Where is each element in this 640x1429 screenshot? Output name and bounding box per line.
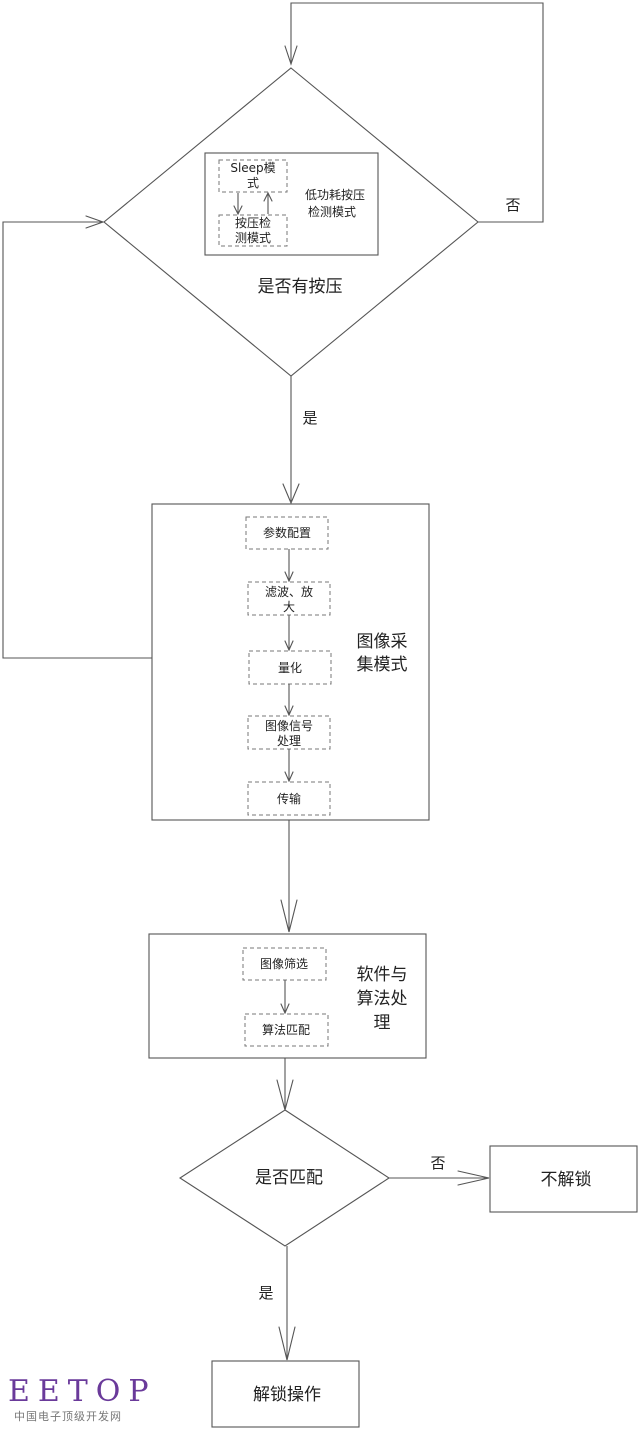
press-detect-box <box>218 214 288 247</box>
unlock-label: 解锁操作 <box>253 1385 321 1405</box>
decision-match-diamond <box>178 1109 391 1247</box>
sleep-mode-label-1: Sleep模 <box>230 161 275 175</box>
filter-to-match-arrowhead <box>280 1003 290 1015</box>
step-signal-process-label-1: 图像信号 <box>265 719 313 733</box>
step-signal-process-box <box>247 715 331 750</box>
eetop-logo-subtitle: 中国电子顶级开发网 <box>14 1410 122 1423</box>
feedback-connector <box>2 221 152 659</box>
sleep-mode-box <box>218 159 288 193</box>
eetop-logo-text: EETOP <box>8 1374 157 1409</box>
step-image-filter-label: 图像筛选 <box>260 956 308 971</box>
step-image-filter-box <box>242 947 327 981</box>
step2-to-step3-arrowhead <box>284 640 294 652</box>
low-power-label-1: 低功耗按压 <box>305 188 365 202</box>
yes-arrowhead <box>282 483 300 505</box>
edge-yes-match-label: 是 <box>258 1284 273 1302</box>
step-param-config-label: 参数配置 <box>263 525 311 540</box>
step-quantize-box <box>248 650 332 685</box>
step-param-config-box <box>245 516 329 550</box>
step3-to-step4-arrowhead <box>284 705 294 717</box>
step-transmit-box <box>247 781 331 816</box>
step-algorithm-match-label: 算法匹配 <box>262 1022 310 1037</box>
loop-no-connector <box>290 2 544 223</box>
step-quantize-label: 量化 <box>278 661 302 675</box>
image-capture-title-2: 集模式 <box>357 655 408 675</box>
eetop-watermark: EETOP 中国电子顶级开发网 <box>8 1374 158 1424</box>
step-transmit-label: 传输 <box>277 791 301 806</box>
image-capture-title-1: 图像采 <box>357 632 408 652</box>
step1-to-step2-arrowhead <box>284 571 294 583</box>
software-title-1: 软件与 <box>357 965 408 985</box>
software-title-3: 理 <box>374 1013 391 1033</box>
no-unlock-label: 不解锁 <box>541 1170 592 1190</box>
decision-press-label: 是否有按压 <box>258 277 343 297</box>
no-unlock-box <box>489 1145 638 1213</box>
feedback-arrowhead <box>85 215 105 229</box>
low-power-label-2: 检测模式 <box>308 204 356 219</box>
press-detect-label-1: 按压检 <box>235 215 271 230</box>
step-signal-process-label-2: 处理 <box>277 734 301 748</box>
step-filter-amplify-label-2: 大 <box>283 600 295 614</box>
press-detect-label-2: 测模式 <box>235 231 271 245</box>
yes-match-arrowhead <box>278 1326 296 1361</box>
sleep-to-detect-arrowhead <box>233 205 243 216</box>
capture-to-software-arrowhead <box>280 899 298 933</box>
edge-no-top-label: 否 <box>505 196 520 214</box>
edge-yes-top-label: 是 <box>302 409 317 427</box>
no-match-arrowhead <box>457 1170 490 1186</box>
unlock-box <box>211 1360 360 1428</box>
detect-to-sleep-arrowhead <box>263 191 273 202</box>
step-algorithm-match-box <box>244 1013 329 1047</box>
step-filter-amplify-label-1: 滤波、放 <box>265 584 313 599</box>
sleep-mode-label-2: 式 <box>247 176 259 190</box>
edge-no-match-label: 否 <box>430 1154 445 1172</box>
loop-no-arrowhead <box>284 45 298 66</box>
decision-match-label: 是否匹配 <box>255 1168 323 1188</box>
step4-to-step5-arrowhead <box>284 771 294 783</box>
software-title-2: 算法处 <box>357 989 408 1009</box>
